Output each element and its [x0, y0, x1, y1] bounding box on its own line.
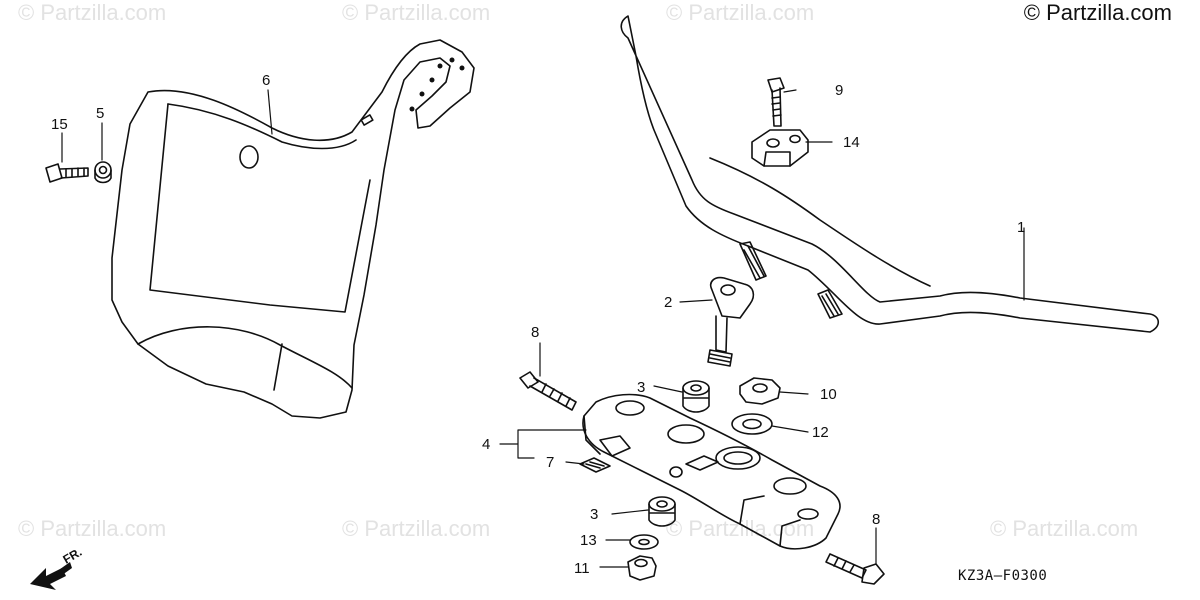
- watermark: © Partzilla.com: [990, 516, 1139, 541]
- damper-3-upper-part: [682, 380, 710, 413]
- copyright-text: © Partzilla.com: [1023, 0, 1172, 25]
- bolt-8-upper-part: [519, 371, 577, 411]
- nut-10-part: [739, 377, 781, 405]
- bolt-15-part: [45, 163, 89, 183]
- watermark: © Partzilla.com: [342, 516, 491, 541]
- top-bridge-4-part: [582, 393, 841, 550]
- number-plate-part: [111, 39, 475, 419]
- watermark: © Partzilla.com: [342, 0, 491, 25]
- callout-15: 15: [51, 116, 68, 133]
- callout-8-lower: 8: [872, 511, 880, 528]
- callout-9: 9: [835, 82, 843, 99]
- watermark: © Partzilla.com: [18, 0, 167, 25]
- leader-lines: [61, 89, 1025, 568]
- damper-3-lower-part: [648, 496, 676, 527]
- upper-holder-14-part: [751, 129, 809, 167]
- diagram-code: KZ3A–F0300: [958, 568, 1048, 584]
- callout-2: 2: [664, 294, 672, 311]
- label-7-part: [579, 457, 611, 473]
- callout-1: 1: [1017, 219, 1025, 236]
- front-arrow-icon: [30, 562, 72, 590]
- callout-14: 14: [843, 134, 860, 151]
- callout-3-upper: 3: [637, 379, 645, 396]
- handlebar-part: [620, 15, 1160, 333]
- callout-13: 13: [580, 532, 597, 549]
- washer-12-part: [731, 413, 773, 435]
- washer-13-part: [629, 534, 659, 550]
- nut-11-part: [627, 555, 657, 581]
- bolt-8-lower-part: [825, 553, 885, 585]
- callout-11: 11: [574, 560, 590, 577]
- callout-6: 6: [262, 72, 270, 89]
- watermark: © Partzilla.com: [18, 516, 167, 541]
- callout-5: 5: [96, 105, 104, 122]
- callout-12: 12: [812, 424, 829, 441]
- bolt-9-part: [767, 77, 785, 127]
- watermark: © Partzilla.com: [666, 0, 815, 25]
- callout-4: 4: [482, 436, 490, 453]
- callout-3-lower: 3: [590, 506, 598, 523]
- lower-holder-2-part: [707, 276, 755, 367]
- nut-5-part: [94, 161, 112, 184]
- callout-7: 7: [546, 454, 554, 471]
- callout-10: 10: [820, 386, 837, 403]
- callout-8-upper: 8: [531, 324, 539, 341]
- front-arrow-label: FR.: [61, 545, 85, 567]
